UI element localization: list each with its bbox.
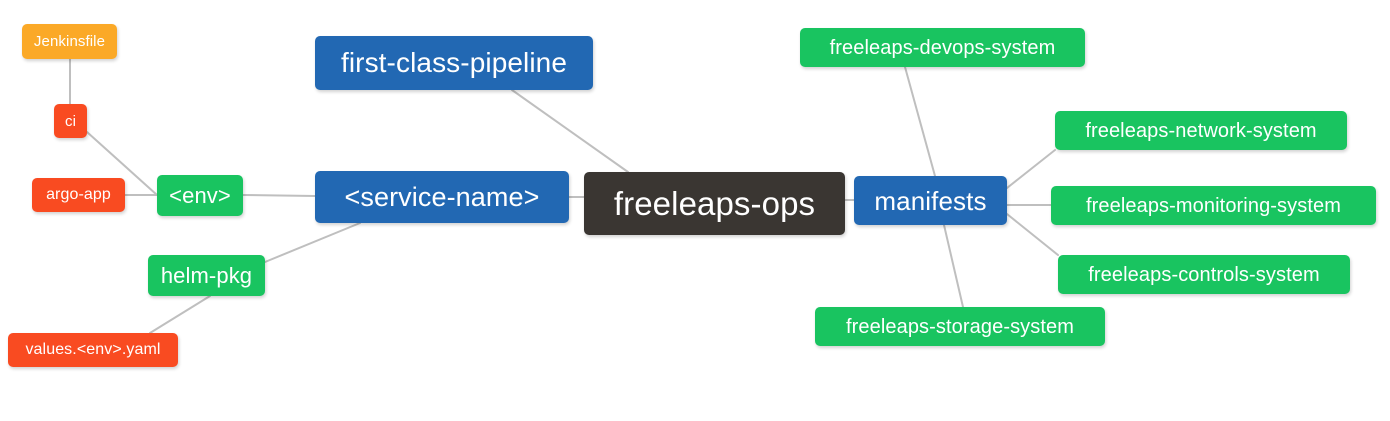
node-freeleaps-ops[interactable]: freeleaps-ops — [584, 172, 845, 235]
edge-manifests-to-network-system — [1006, 149, 1056, 189]
node-monitoring-system[interactable]: freeleaps-monitoring-system — [1051, 186, 1376, 225]
node-controls-system[interactable]: freeleaps-controls-system — [1058, 255, 1350, 294]
node-values-yaml[interactable]: values.<env>.yaml — [8, 333, 178, 367]
node-first-class-pipeline[interactable]: first-class-pipeline — [315, 36, 593, 90]
node-argo-app[interactable]: argo-app — [32, 178, 125, 212]
edge-manifests-to-storage-system — [943, 224, 964, 308]
node-devops-system[interactable]: freeleaps-devops-system — [800, 28, 1085, 67]
node-env[interactable]: <env> — [157, 175, 243, 216]
node-network-system[interactable]: freeleaps-network-system — [1055, 111, 1347, 150]
node-helm-pkg[interactable]: helm-pkg — [148, 255, 265, 296]
edge-values-yaml-to-helm-pkg — [149, 295, 211, 334]
edge-manifests-to-devops-system — [904, 66, 936, 177]
edge-first-class-pipeline-to-freeleaps-ops — [511, 89, 629, 173]
edge-helm-pkg-to-service-name — [264, 222, 361, 263]
node-jenkinsfile[interactable]: Jenkinsfile — [22, 24, 117, 59]
node-storage-system[interactable]: freeleaps-storage-system — [815, 307, 1105, 346]
edge-env-to-service-name — [242, 194, 316, 197]
node-manifests[interactable]: manifests — [854, 176, 1007, 225]
node-ci[interactable]: ci — [54, 104, 87, 138]
node-service-name[interactable]: <service-name> — [315, 171, 569, 223]
